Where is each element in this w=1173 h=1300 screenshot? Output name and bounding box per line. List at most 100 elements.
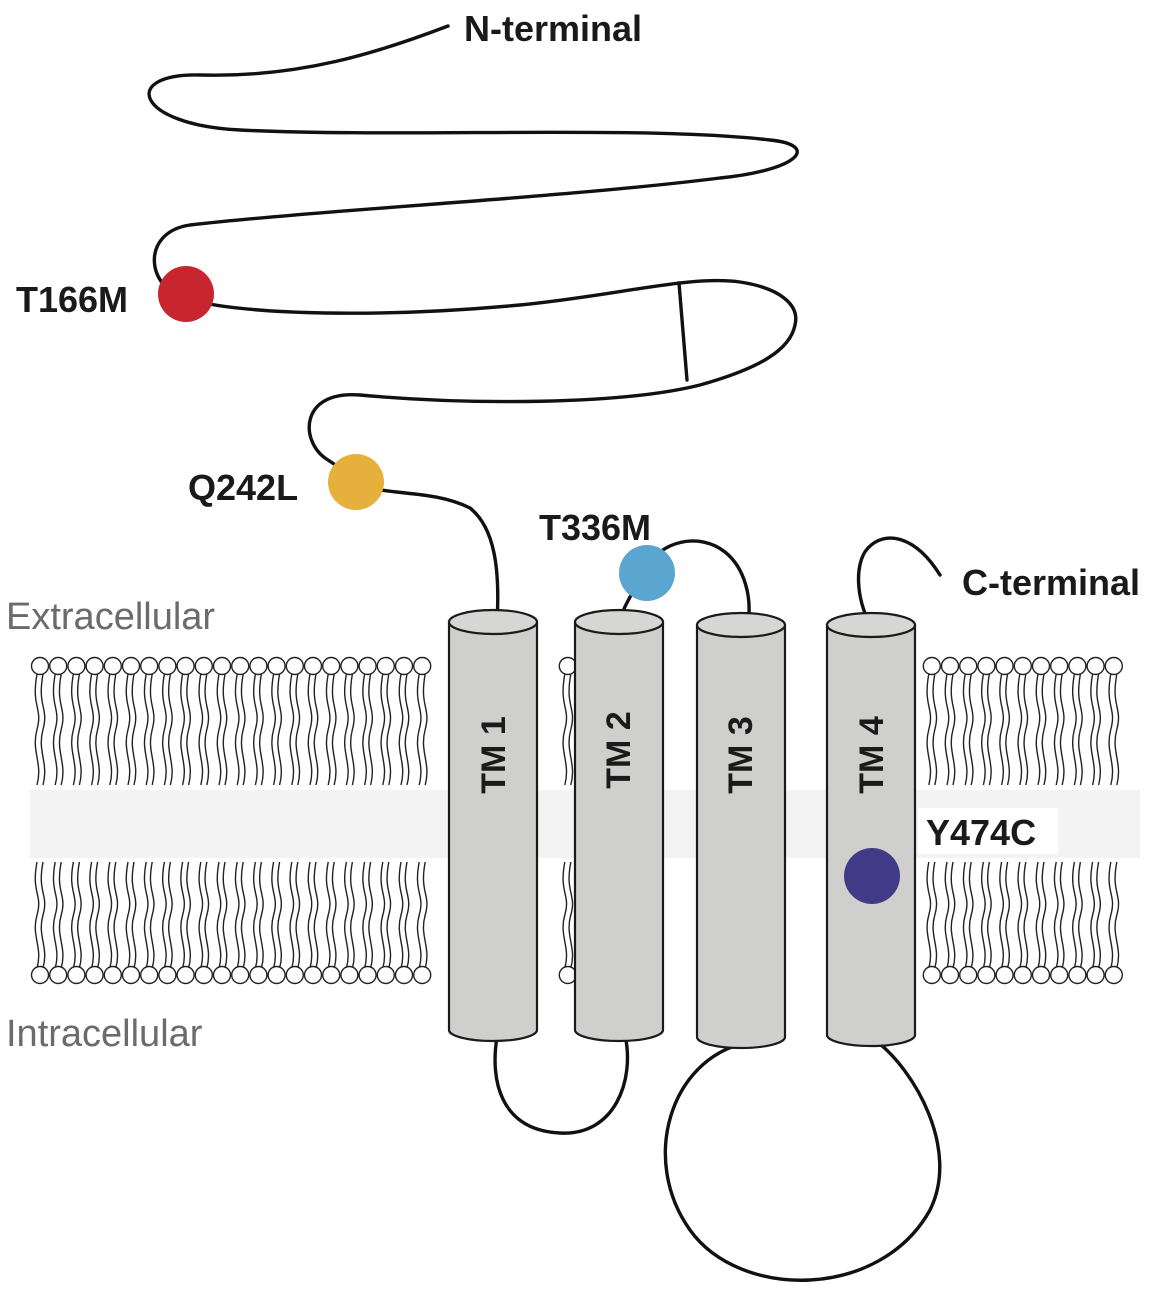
lipid-tail	[240, 673, 246, 786]
lipid-tail	[343, 861, 349, 969]
lipid-tail	[271, 673, 277, 786]
lipid-tail	[380, 673, 386, 786]
lipid-tail	[398, 673, 404, 786]
tm2-helix: TM 2	[573, 608, 665, 1043]
lipid-head	[212, 965, 232, 985]
lipid-head	[249, 965, 268, 985]
lipid-tail	[325, 673, 331, 786]
lipid-tail	[950, 861, 956, 969]
t336m-mutation-dot	[619, 545, 675, 601]
lipid-head	[322, 965, 341, 985]
lipid-head	[1031, 965, 1051, 985]
lipid-head	[103, 965, 123, 985]
lipid-head	[103, 656, 123, 676]
lipid-head	[558, 656, 577, 676]
c-terminal-label: C-terminal	[962, 562, 1140, 603]
lipid-head	[376, 656, 395, 676]
lipid-tail	[349, 673, 355, 786]
lipid-head	[139, 965, 159, 985]
lipid-tail	[125, 861, 131, 969]
lipid-tail	[240, 861, 246, 969]
loop-tm3-tm4	[663, 1038, 942, 1282]
lipid-head	[158, 965, 177, 985]
loop-tm2-tm3	[618, 539, 751, 625]
lipid-tail	[980, 861, 986, 969]
lipid-tail	[999, 673, 1005, 786]
tm4-helix: TM 4	[825, 611, 917, 1048]
lipid-head	[413, 965, 432, 985]
lipid-tail	[113, 673, 119, 786]
lipid-tail	[386, 861, 392, 969]
lipid-tail	[404, 673, 410, 786]
lipid-tail	[58, 673, 64, 786]
lipid-head	[67, 656, 86, 676]
lipid-tail	[1059, 861, 1065, 969]
lipid-tail	[962, 673, 968, 786]
lipid-tail	[234, 673, 240, 786]
lipid-tail	[313, 673, 319, 786]
lipid-head	[285, 656, 304, 676]
lipid-tail	[76, 861, 82, 969]
lipid-head	[1013, 656, 1032, 676]
lipid-tail	[107, 673, 113, 786]
lipid-tail	[386, 673, 392, 786]
lipid-head	[1068, 965, 1087, 985]
lipid-tail	[331, 673, 337, 786]
lipid-head	[1086, 965, 1105, 985]
tm1-helix: TM 1	[447, 608, 539, 1043]
lipid-tail	[1096, 861, 1102, 969]
lipid-head	[49, 965, 68, 985]
lipid-tail	[568, 861, 574, 969]
lipid-tail	[416, 861, 422, 969]
lipid-head	[1049, 656, 1069, 676]
lipid-tail	[216, 861, 222, 969]
lipid-tail	[1071, 673, 1077, 786]
lipid-tail	[307, 673, 313, 786]
lipid-head	[322, 656, 341, 676]
t166m-label: T166M	[16, 279, 128, 320]
lipid-tail	[944, 673, 950, 786]
q242l-label: Q242L	[188, 467, 298, 508]
lipid-head	[1049, 965, 1069, 985]
lipid-head	[267, 965, 286, 985]
lipid-head	[85, 965, 104, 985]
lipid-tail	[258, 673, 264, 786]
lipid-tail	[932, 861, 938, 969]
lipid-tail	[1114, 861, 1120, 969]
lipid-head	[85, 656, 104, 676]
lipid-head	[940, 656, 960, 676]
n-terminal-label: N-terminal	[464, 8, 642, 49]
extracellular-label: Extracellular	[6, 596, 215, 638]
lipid-tail	[149, 673, 155, 786]
lipid-tail	[89, 673, 95, 786]
lipid-head	[249, 656, 268, 676]
lipid-tail	[422, 673, 428, 786]
tm3-helix: TM 3	[695, 611, 787, 1050]
lipid-tail	[204, 673, 210, 786]
loop-tm1-tm2	[493, 1033, 630, 1135]
lipid-head	[959, 656, 978, 676]
lipid-tail	[289, 861, 295, 969]
lipid-head	[922, 656, 941, 676]
lipid-tail	[1017, 673, 1023, 786]
lipid-tail	[404, 861, 410, 969]
lipid-tail	[331, 861, 337, 969]
lipid-tail	[562, 673, 568, 786]
lipid-head	[340, 965, 359, 985]
lipid-tail	[362, 673, 368, 786]
lipid-head	[176, 965, 195, 985]
lipid-tail	[113, 861, 119, 969]
lipid-tail	[277, 861, 283, 969]
lipid-tail	[926, 861, 932, 969]
lipid-tail	[1053, 861, 1059, 969]
lipid-tail	[186, 673, 192, 786]
lipid-tail	[216, 673, 222, 786]
lipid-tail	[968, 673, 974, 786]
lipid-tail	[944, 861, 950, 969]
lipid-tail	[398, 861, 404, 969]
intracellular-label: Intracellular	[6, 1013, 203, 1055]
lipid-head	[977, 656, 996, 676]
lipid-tail	[1035, 861, 1041, 969]
lipid-head	[67, 965, 86, 985]
lipid-tail	[349, 861, 355, 969]
